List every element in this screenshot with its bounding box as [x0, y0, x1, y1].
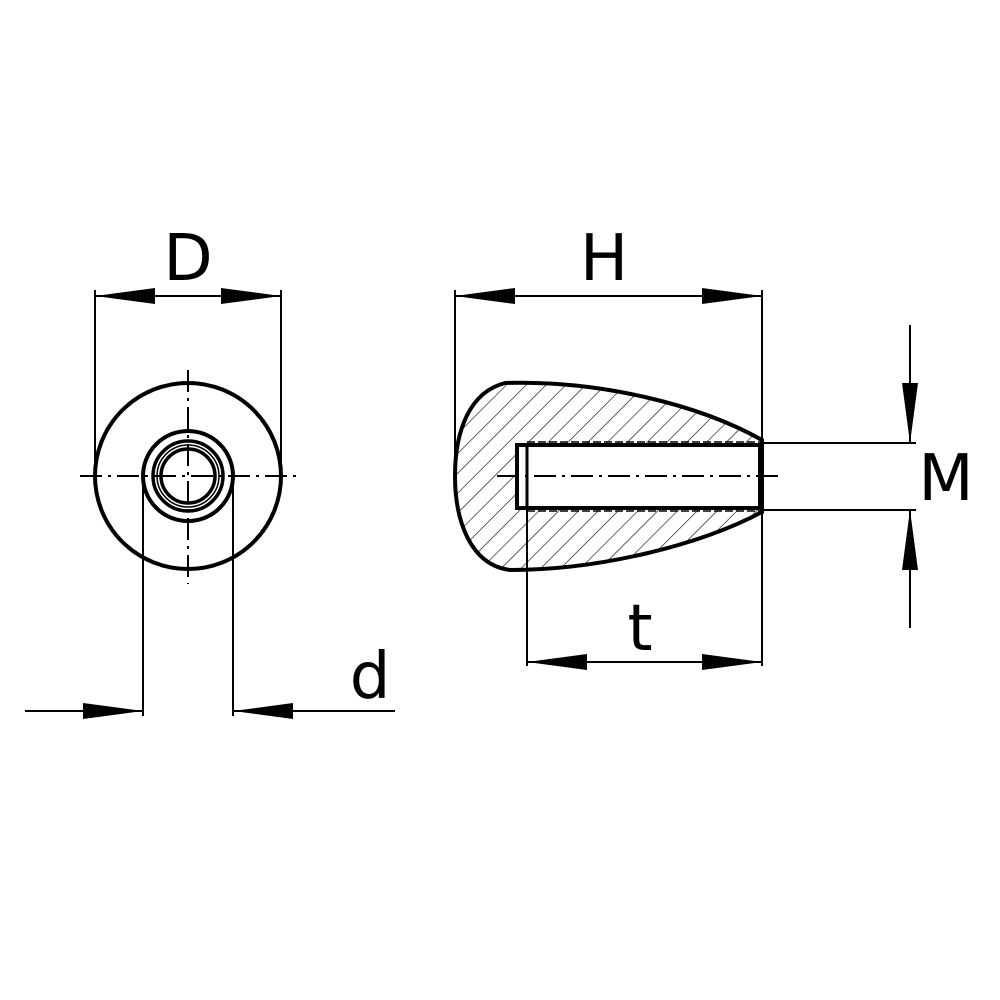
label-d: d	[350, 640, 391, 714]
front-view	[25, 288, 395, 719]
label-H: H	[580, 222, 628, 296]
label-M: M	[918, 442, 973, 516]
body-outline	[452, 380, 764, 573]
section-view	[452, 288, 918, 670]
label-t: t	[627, 592, 652, 666]
label-D: D	[163, 222, 212, 296]
